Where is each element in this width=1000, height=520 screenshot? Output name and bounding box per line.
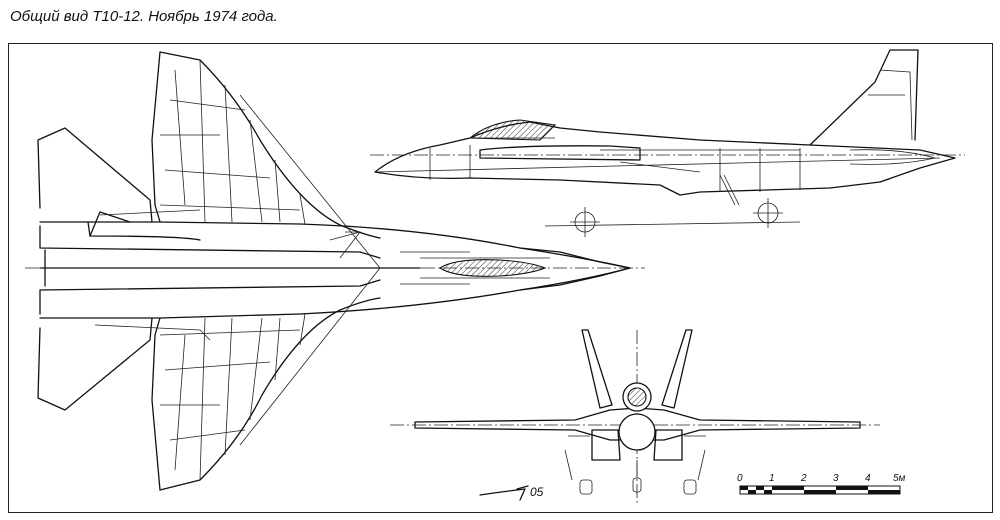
scale-tick-2: 2 [800,473,807,484]
scale-tick-4: 4 [865,473,871,484]
front-view [390,329,880,505]
plan-view [25,51,645,491]
scale-tick-1: 1 [769,473,775,484]
scale-tick-0: 0 [737,473,743,484]
drawing-frame [8,43,993,513]
signature-text: 05 [530,485,544,499]
scale-bar: 0 1 2 3 4 5м [737,473,906,495]
side-view [370,49,965,237]
scale-tick-5: 5м [893,473,906,484]
scale-tick-3: 3 [833,473,839,484]
figure-caption: Общий вид Т10-12. Ноябрь 1974 года. [10,8,278,25]
author-signature: 05 [479,485,544,501]
